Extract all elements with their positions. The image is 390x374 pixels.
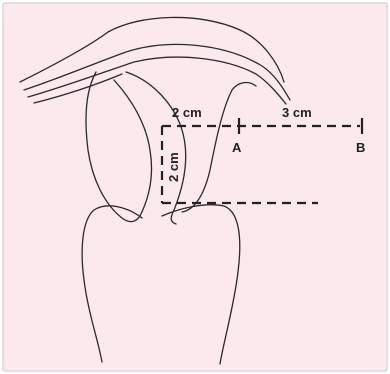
label-height-2cm: 2 cm bbox=[166, 152, 181, 182]
label-point-b: B bbox=[356, 140, 365, 155]
label-point-a: A bbox=[232, 140, 242, 155]
label-width-2cm: 2 cm bbox=[172, 105, 202, 120]
label-width-3cm: 3 cm bbox=[282, 105, 312, 120]
